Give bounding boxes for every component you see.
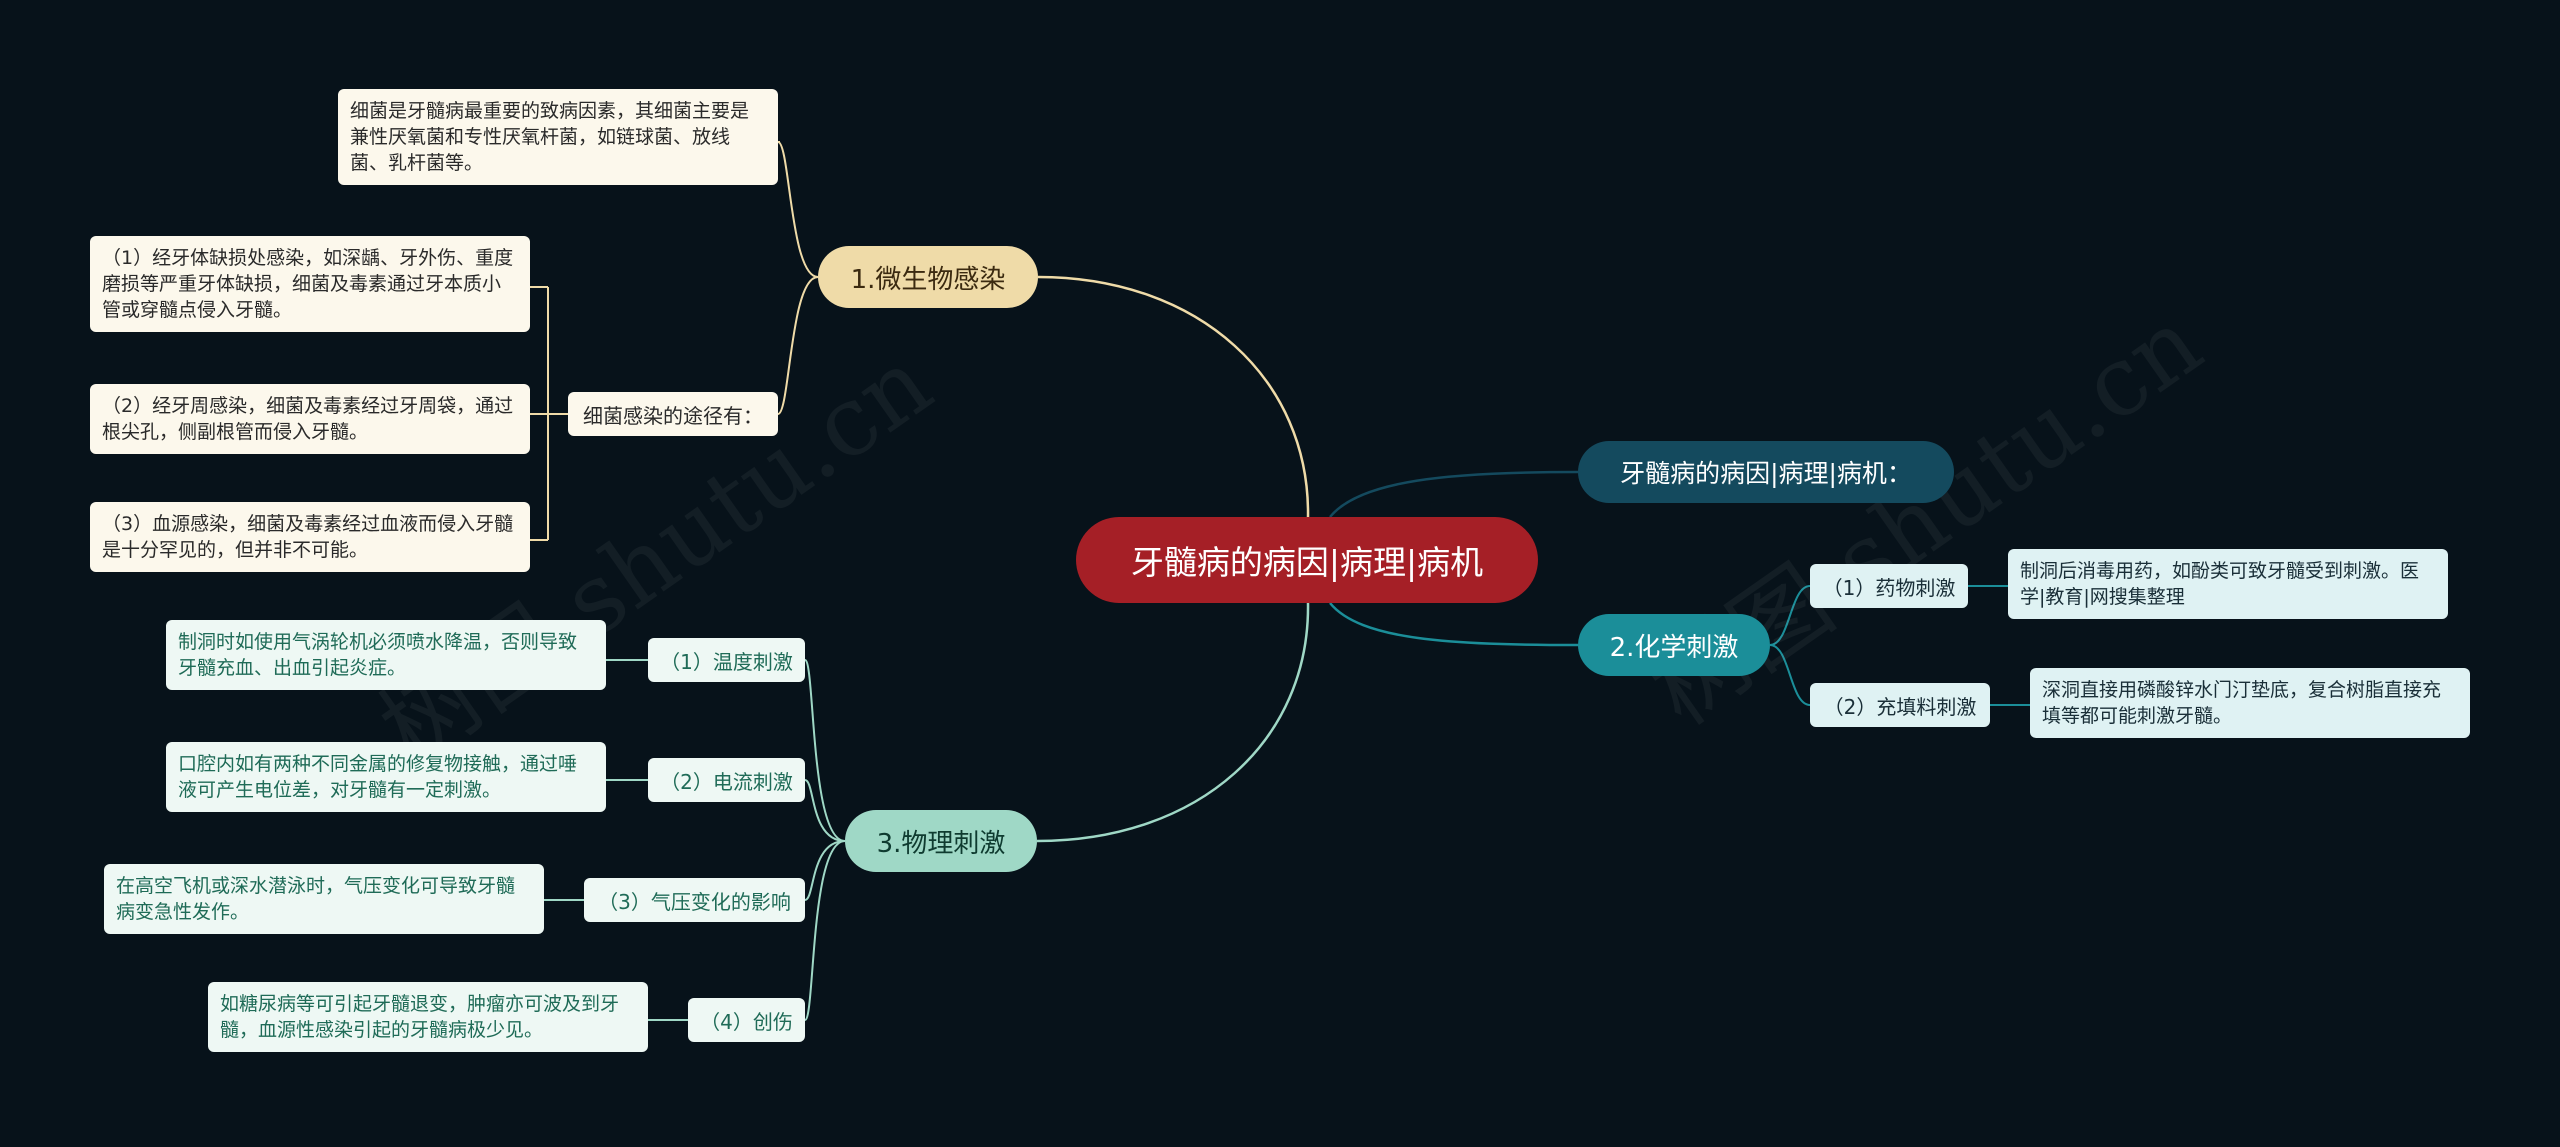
branch-chemical[interactable]: 2.化学刺激	[1578, 614, 1770, 676]
route-card-1[interactable]: （1）经牙体缺损处感染，如深龋、牙外伤、重度磨损等严重牙体缺损，细菌及毒素通过牙…	[90, 236, 530, 332]
physical-detail-pressure[interactable]: 在高空飞机或深水潜泳时，气压变化可导致牙髓病变急性发作。	[104, 864, 544, 934]
physical-item-trauma[interactable]: （4）创伤	[688, 998, 805, 1042]
physical-item-temperature[interactable]: （1）温度刺激	[648, 638, 805, 682]
summary-branch[interactable]: 牙髓病的病因|病理|病机：	[1578, 441, 1954, 503]
physical-detail-temperature[interactable]: 制洞时如使用气涡轮机必须喷水降温，否则导致牙髓充血、出血引起炎症。	[166, 620, 606, 690]
branch-physical[interactable]: 3.物理刺激	[845, 810, 1037, 872]
physical-detail-trauma[interactable]: 如糖尿病等可引起牙髓退变，肿瘤亦可波及到牙髓，血源性感染引起的牙髓病极少见。	[208, 982, 648, 1052]
infection-route-label[interactable]: 细菌感染的途径有：	[568, 392, 778, 436]
physical-item-pressure[interactable]: （3）气压变化的影响	[584, 878, 805, 922]
chemical-item-drug[interactable]: （1）药物刺激	[1810, 564, 1968, 608]
chemical-item-filling[interactable]: （2）充填料刺激	[1810, 683, 1990, 727]
root-node[interactable]: 牙髓病的病因|病理|病机	[1076, 517, 1538, 603]
physical-detail-current[interactable]: 口腔内如有两种不同金属的修复物接触，通过唾液可产生电位差，对牙髓有一定刺激。	[166, 742, 606, 812]
microbial-intro-card[interactable]: 细菌是牙髓病最重要的致病因素，其细菌主要是兼性厌氧菌和专性厌氧杆菌，如链球菌、放…	[338, 89, 778, 185]
branch-microbial[interactable]: 1.微生物感染	[818, 246, 1038, 308]
physical-item-current[interactable]: （2）电流刺激	[648, 758, 805, 802]
route-card-2[interactable]: （2）经牙周感染，细菌及毒素经过牙周袋，通过根尖孔，侧副根管而侵入牙髓。	[90, 384, 530, 454]
route-card-3[interactable]: （3）血源感染，细菌及毒素经过血液而侵入牙髓是十分罕见的，但并非不可能。	[90, 502, 530, 572]
chemical-detail-drug[interactable]: 制洞后消毒用药，如酚类可致牙髓受到刺激。医学|教育|网搜集整理	[2008, 549, 2448, 619]
chemical-detail-filling[interactable]: 深洞直接用磷酸锌水门汀垫底，复合树脂直接充填等都可能刺激牙髓。	[2030, 668, 2470, 738]
